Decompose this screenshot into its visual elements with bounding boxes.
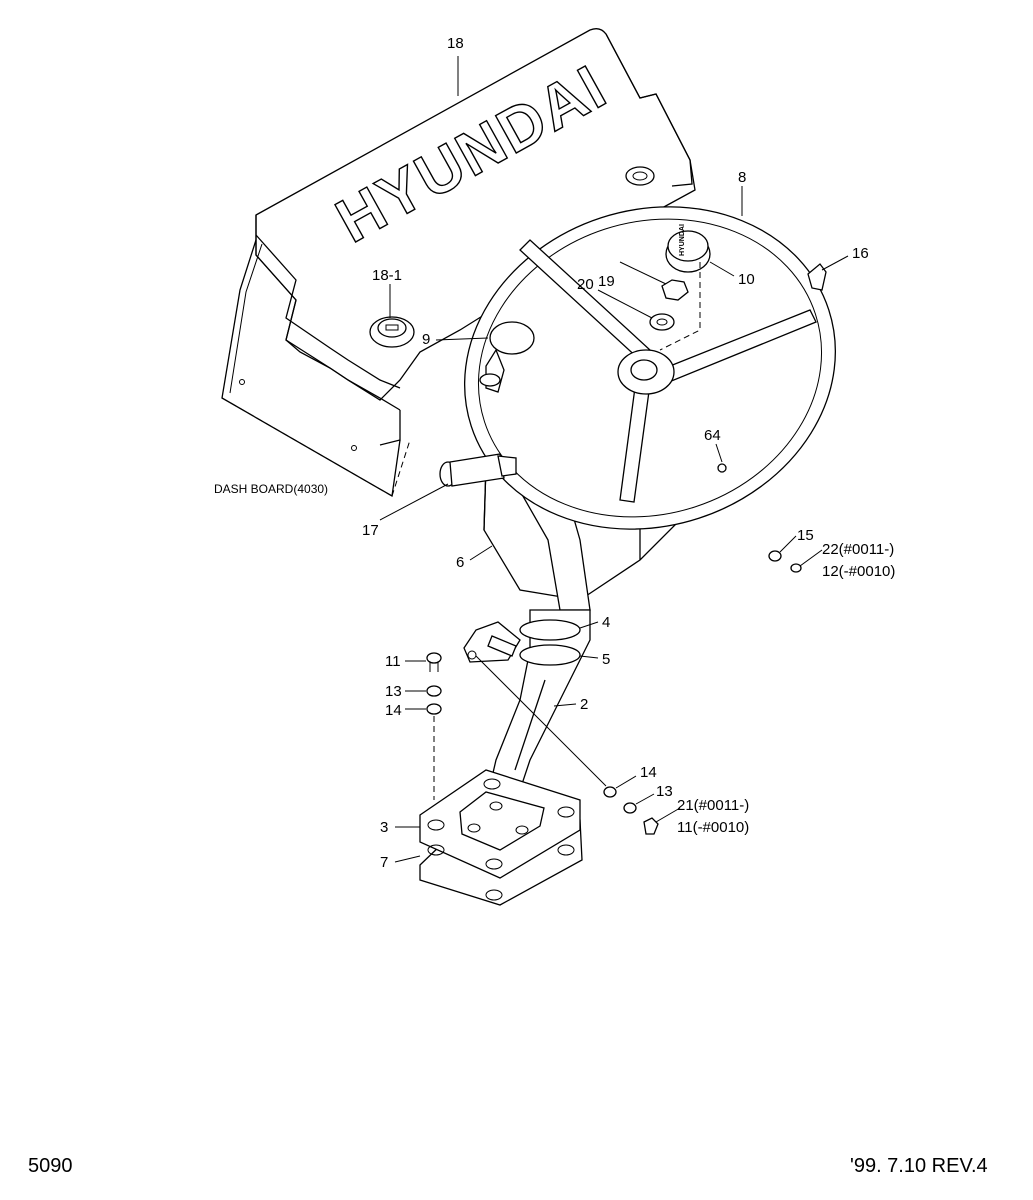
label-13-left: 13 [385,683,402,700]
page-number: 5090 [28,1155,73,1177]
label-3: 3 [380,819,388,836]
label-7: 7 [380,854,388,871]
key-switch [369,316,415,348]
washer-14-right [603,786,617,798]
part-labels: 18 18-1 8 16 19 10 20 9 64 DASH BOARD(40… [214,35,895,871]
label-22: 22(#0011-) [822,541,894,558]
label-11-right: 11(-#0010) [677,819,749,836]
label-8: 8 [738,169,746,186]
nut [661,279,689,301]
label-6: 6 [456,554,464,571]
cap-text: HYUNDAI [679,224,686,256]
label-4: 4 [602,614,610,631]
side-switch [807,263,827,291]
label-2: 2 [580,696,588,713]
label-11-left: 11 [385,653,401,670]
label-21: 21(#0011-) [677,797,749,814]
label-5: 5 [602,651,610,668]
label-64: 64 [704,427,721,444]
leader-lines [379,56,849,863]
bolt-64 [717,463,727,473]
horn-cap: HYUNDAI [665,224,711,273]
washer-15 [768,550,782,562]
label-20: 20 [577,276,594,293]
bolt-11-left [426,652,442,672]
turn-signal-lever [439,453,517,487]
label-dash-board: DASH BOARD(4030) [214,482,328,496]
clamp-rings [463,619,581,666]
washer-13-left [426,685,442,697]
label-17: 17 [362,522,379,539]
label-13-right: 13 [656,783,673,800]
label-9: 9 [422,331,430,348]
label-14-right: 14 [640,764,657,781]
base-plate [419,769,583,906]
label-18: 18 [447,35,464,52]
label-18-1: 18-1 [372,267,402,284]
label-16: 16 [852,245,869,262]
label-19: 19 [598,273,615,290]
revision-date: '99. 7.10 REV.4 [850,1155,988,1177]
washer [649,313,675,331]
label-10: 10 [738,271,755,288]
screw-22 [790,563,802,573]
bolt-21-right [643,817,659,835]
label-12: 12(-#0010) [822,563,895,580]
washer-14-left [426,703,442,715]
label-15: 15 [797,527,814,544]
label-14-left: 14 [385,702,402,719]
washer-13-right [623,802,637,814]
steering-wheel [464,206,836,530]
steering-knob [479,321,535,393]
